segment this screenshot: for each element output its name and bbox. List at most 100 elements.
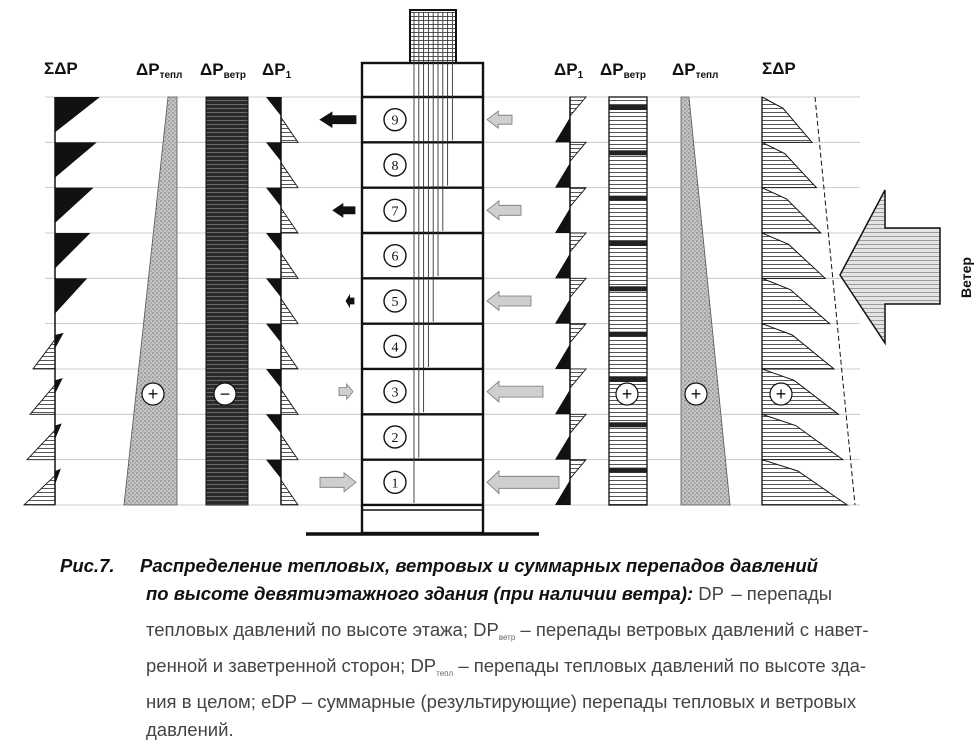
left-floor-header-sub: 1 [285, 70, 292, 81]
right-thermal-header-main: ΔP [672, 60, 696, 79]
floor-number-label: 8 [392, 159, 399, 174]
left-floor-hatch-tri [280, 433, 299, 461]
right-floor-hatch-tri [569, 277, 587, 299]
right-floor-black-tri [555, 344, 570, 369]
left-floor-hatch-tri [280, 297, 299, 325]
left-floor-profile [266, 97, 299, 506]
floor-number-circle [383, 153, 407, 177]
right-floor-profile [555, 96, 587, 505]
floor-number-circle [383, 289, 407, 313]
right-sum-tooth [761, 322, 836, 370]
right-floor-hatch-tri [569, 96, 587, 118]
floor-number-label: 4 [392, 340, 399, 355]
caption-line-3-sub: ветр [498, 633, 516, 642]
right-wind-dark-band [609, 467, 647, 473]
right-floor-header-sub: 1 [577, 70, 584, 81]
right-sum-envelope [814, 96, 856, 506]
arrow-left-icon [319, 111, 357, 128]
building-outline [360, 61, 485, 535]
floor-number-label: 3 [392, 386, 399, 401]
left-sum-tooth [55, 97, 100, 133]
right-floor-header: ΔP1 [554, 60, 583, 81]
right-wind-header: ΔPветр [600, 60, 646, 81]
left-floor-black-tri [266, 459, 281, 479]
left-wind-header-main: ΔP [200, 60, 224, 79]
caption-line-2: по высоте девятиэтажного здания (при нал… [66, 580, 966, 616]
left-floor-black-tri [266, 368, 281, 389]
left-sum-tooth-upper [55, 423, 62, 440]
right-wind-dark-band [609, 150, 647, 156]
right-floor-black-tri [555, 298, 570, 324]
floor-number-label: 7 [392, 204, 399, 219]
left-thermal-sign-text: + [148, 384, 159, 404]
left-thermal-wedge [123, 96, 178, 506]
floor-number-circle [383, 470, 407, 495]
right-sum-profile [761, 96, 849, 506]
left-floor-black-tri [266, 232, 281, 253]
right-wind-sign: + [615, 382, 639, 406]
right-floor-hatch-tri [569, 413, 587, 435]
right-floor-header-main: ΔP [554, 60, 578, 79]
right-thermal-wedge [680, 96, 731, 506]
left-floor-hatch-tri [280, 387, 299, 415]
caption-line-3-text: тепловых давлений по высоте этажа; DP [146, 619, 499, 640]
arrow-left-icon [332, 202, 356, 218]
caption-title-1: Распределение тепловых, ветровых и сумма… [140, 555, 818, 576]
right-sum-sign: + [769, 382, 793, 406]
right-floor-hatch-tri [569, 459, 587, 480]
floor-number-circle [383, 243, 407, 268]
right-floor-hatch-tri [569, 368, 587, 390]
right-wind-dark-band [609, 376, 647, 382]
left-sum-tooth-upper [55, 468, 61, 485]
right-sum-tooth [761, 232, 827, 279]
arrow-left-icon [486, 380, 544, 403]
left-floor-hatch-tri [280, 206, 299, 234]
right-wind-dark-band [609, 105, 647, 110]
left-sum-tooth-lower [29, 383, 56, 415]
left-floor-header-main: ΔP [262, 60, 286, 79]
floor-slabs [362, 95, 483, 511]
caption-line-4-sub: тепл [436, 669, 454, 678]
floor-number-circle [383, 425, 407, 449]
left-floor-hatch-tri [280, 251, 299, 279]
left-floor-black-tri [266, 323, 281, 343]
wind-label: Ветер [958, 257, 974, 298]
left-sum-tooth [55, 142, 97, 178]
left-floor-hatch-tri [280, 115, 299, 143]
right-wind-dark-band [609, 422, 647, 428]
caption-line-6: давлений. [146, 719, 234, 740]
right-sum-tooth [761, 141, 818, 189]
caption-line-5: ния в целом; eDP – суммарные (результиру… [146, 691, 857, 712]
left-sum-tooth-lower [22, 474, 56, 506]
right-floor-hatch-tri [569, 187, 587, 208]
caption-dp-1-desc: – перепады [731, 583, 833, 604]
right-sum-header: ΣΔP [762, 59, 796, 78]
arrow-left-icon [486, 110, 513, 130]
left-thermal-header-sub: тепл [159, 70, 183, 81]
right-floor-hatch-tri [569, 232, 587, 254]
caption-line-4-rest: – перепады тепловых давлений по высоте з… [458, 655, 867, 676]
left-floor-black-tri [266, 97, 281, 117]
caption-line-3: тепловых давлений по высоте этажа; DPвет… [66, 616, 966, 652]
left-sum-tooth [55, 278, 88, 314]
floor-number-circle [383, 334, 407, 359]
ventilation-ducts [413, 12, 453, 503]
arrow-left-icon [486, 469, 560, 495]
floor-number-label: 6 [392, 250, 399, 265]
left-floor-header: ΔP1 [262, 60, 291, 81]
caption-figure-number: Рис.7. [60, 555, 115, 576]
left-sum-tooth-upper [55, 378, 63, 394]
right-wind-dark-band [609, 240, 647, 246]
arrow-left-icon [486, 290, 532, 312]
wind-arrow-icon [839, 189, 941, 346]
floor-number-label: 1 [392, 476, 399, 491]
left-wind-band [205, 96, 249, 506]
right-sum-tooth [761, 186, 823, 234]
left-wind-sign-text: − [220, 384, 231, 404]
floor-number-circle [383, 379, 407, 404]
right-sum-tooth [761, 413, 845, 461]
right-thermal-sign: + [684, 382, 708, 406]
right-thermal-header-sub: тепл [695, 70, 719, 81]
floor-number-label: 2 [392, 431, 399, 446]
